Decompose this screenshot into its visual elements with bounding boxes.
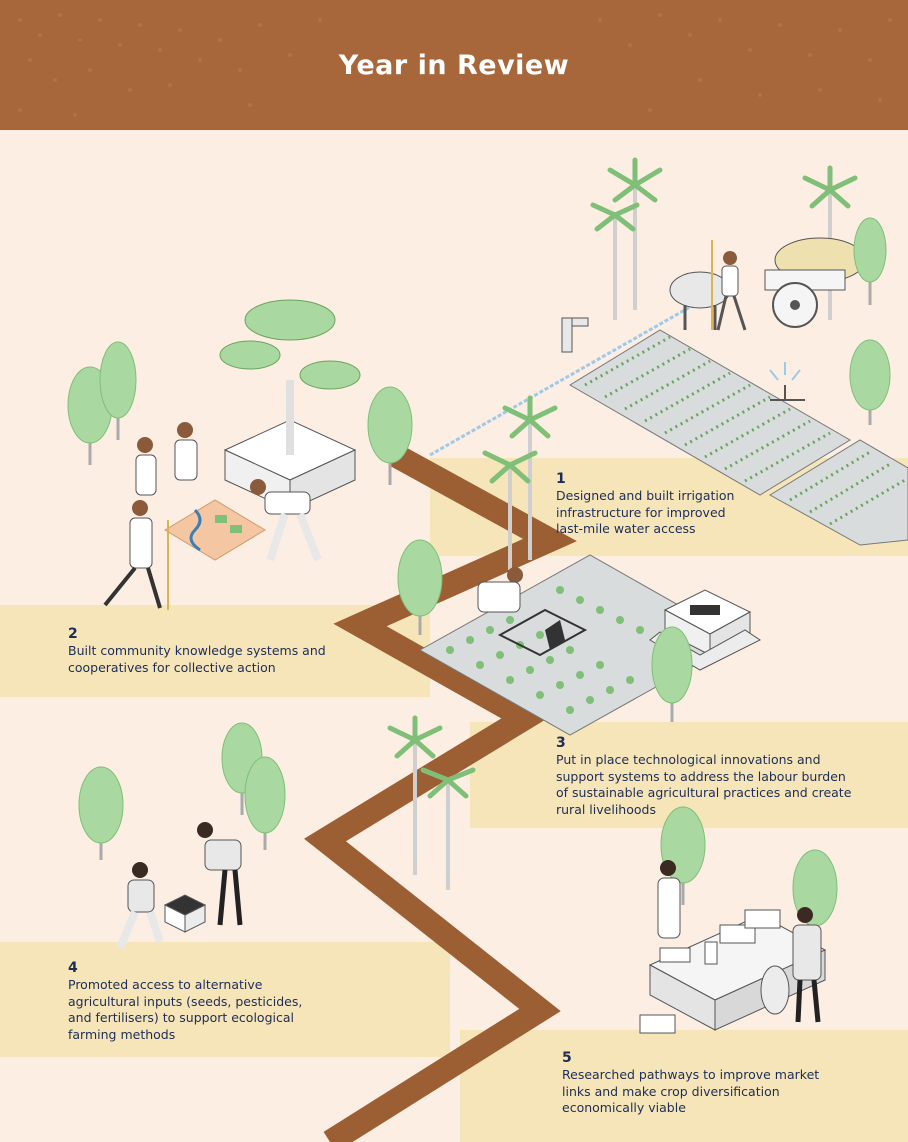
header-banner: Year in Review	[0, 0, 908, 130]
tree-icon	[78, 766, 124, 860]
milestone-number: 3	[556, 735, 566, 751]
farmer-icon	[135, 437, 157, 496]
milestone-5: 5 Researched pathways to improve market …	[562, 1050, 832, 1117]
milestone-text: Researched pathways to improve market li…	[562, 1067, 820, 1115]
crop-field-icon	[418, 554, 742, 736]
milestone-4: 4 Promoted access to alternative agricul…	[68, 960, 318, 1043]
band-4	[0, 942, 450, 1057]
farmer-icon	[103, 500, 169, 610]
milestone-number: 5	[562, 1050, 572, 1066]
milestone-number: 4	[68, 960, 78, 976]
bullock-cart-icon	[669, 237, 866, 330]
farmer-icon	[250, 479, 322, 562]
irrigation-pipe-icon	[429, 288, 721, 457]
milestone-2: 2 Built community knowledge systems and …	[68, 626, 333, 676]
band-5	[460, 1030, 908, 1142]
farmer-icon	[711, 240, 747, 331]
milestone-text: Built community knowledge systems and co…	[68, 643, 326, 675]
palm-tree-icon	[590, 157, 663, 320]
farmer-icon	[116, 862, 164, 950]
milestone-number: 2	[68, 626, 78, 642]
farmer-icon	[174, 422, 198, 481]
journey-path	[304, 444, 577, 1142]
tree-icon	[367, 386, 413, 485]
farmer-icon	[792, 907, 822, 1023]
water-tap-icon	[561, 317, 589, 353]
farmer-icon	[657, 860, 681, 939]
map-icon	[164, 499, 266, 561]
tree-icon	[99, 341, 137, 440]
tree-icon	[397, 539, 443, 635]
tree-icon	[849, 339, 891, 425]
milestone-text: Promoted access to alternative agricultu…	[68, 977, 303, 1042]
transplanter-icon	[497, 608, 588, 657]
milestone-text: Put in place technological innovations a…	[556, 752, 852, 817]
palm-tree-icon	[482, 395, 558, 570]
milestone-number: 1	[556, 471, 566, 487]
milestone-1: 1 Designed and built irrigation infrastr…	[556, 471, 756, 538]
seed-box-icon	[649, 589, 761, 671]
sprinkler-icon	[769, 362, 805, 401]
page-title: Year in Review	[338, 50, 570, 81]
seed-box-icon	[163, 894, 207, 933]
tree-icon	[853, 217, 887, 305]
header-dot-pattern	[18, 13, 892, 117]
palm-tree-icon	[387, 715, 476, 890]
milestone-3: 3 Put in place technological innovations…	[556, 735, 856, 818]
tree-icon	[244, 756, 286, 850]
tree-icon	[651, 626, 693, 722]
farmer-icon	[477, 567, 523, 613]
milestone-text: Designed and built irrigation infrastruc…	[556, 488, 735, 536]
farmer-icon	[197, 822, 243, 926]
crop-field-icon	[569, 329, 908, 546]
community-tree-icon	[219, 299, 361, 511]
